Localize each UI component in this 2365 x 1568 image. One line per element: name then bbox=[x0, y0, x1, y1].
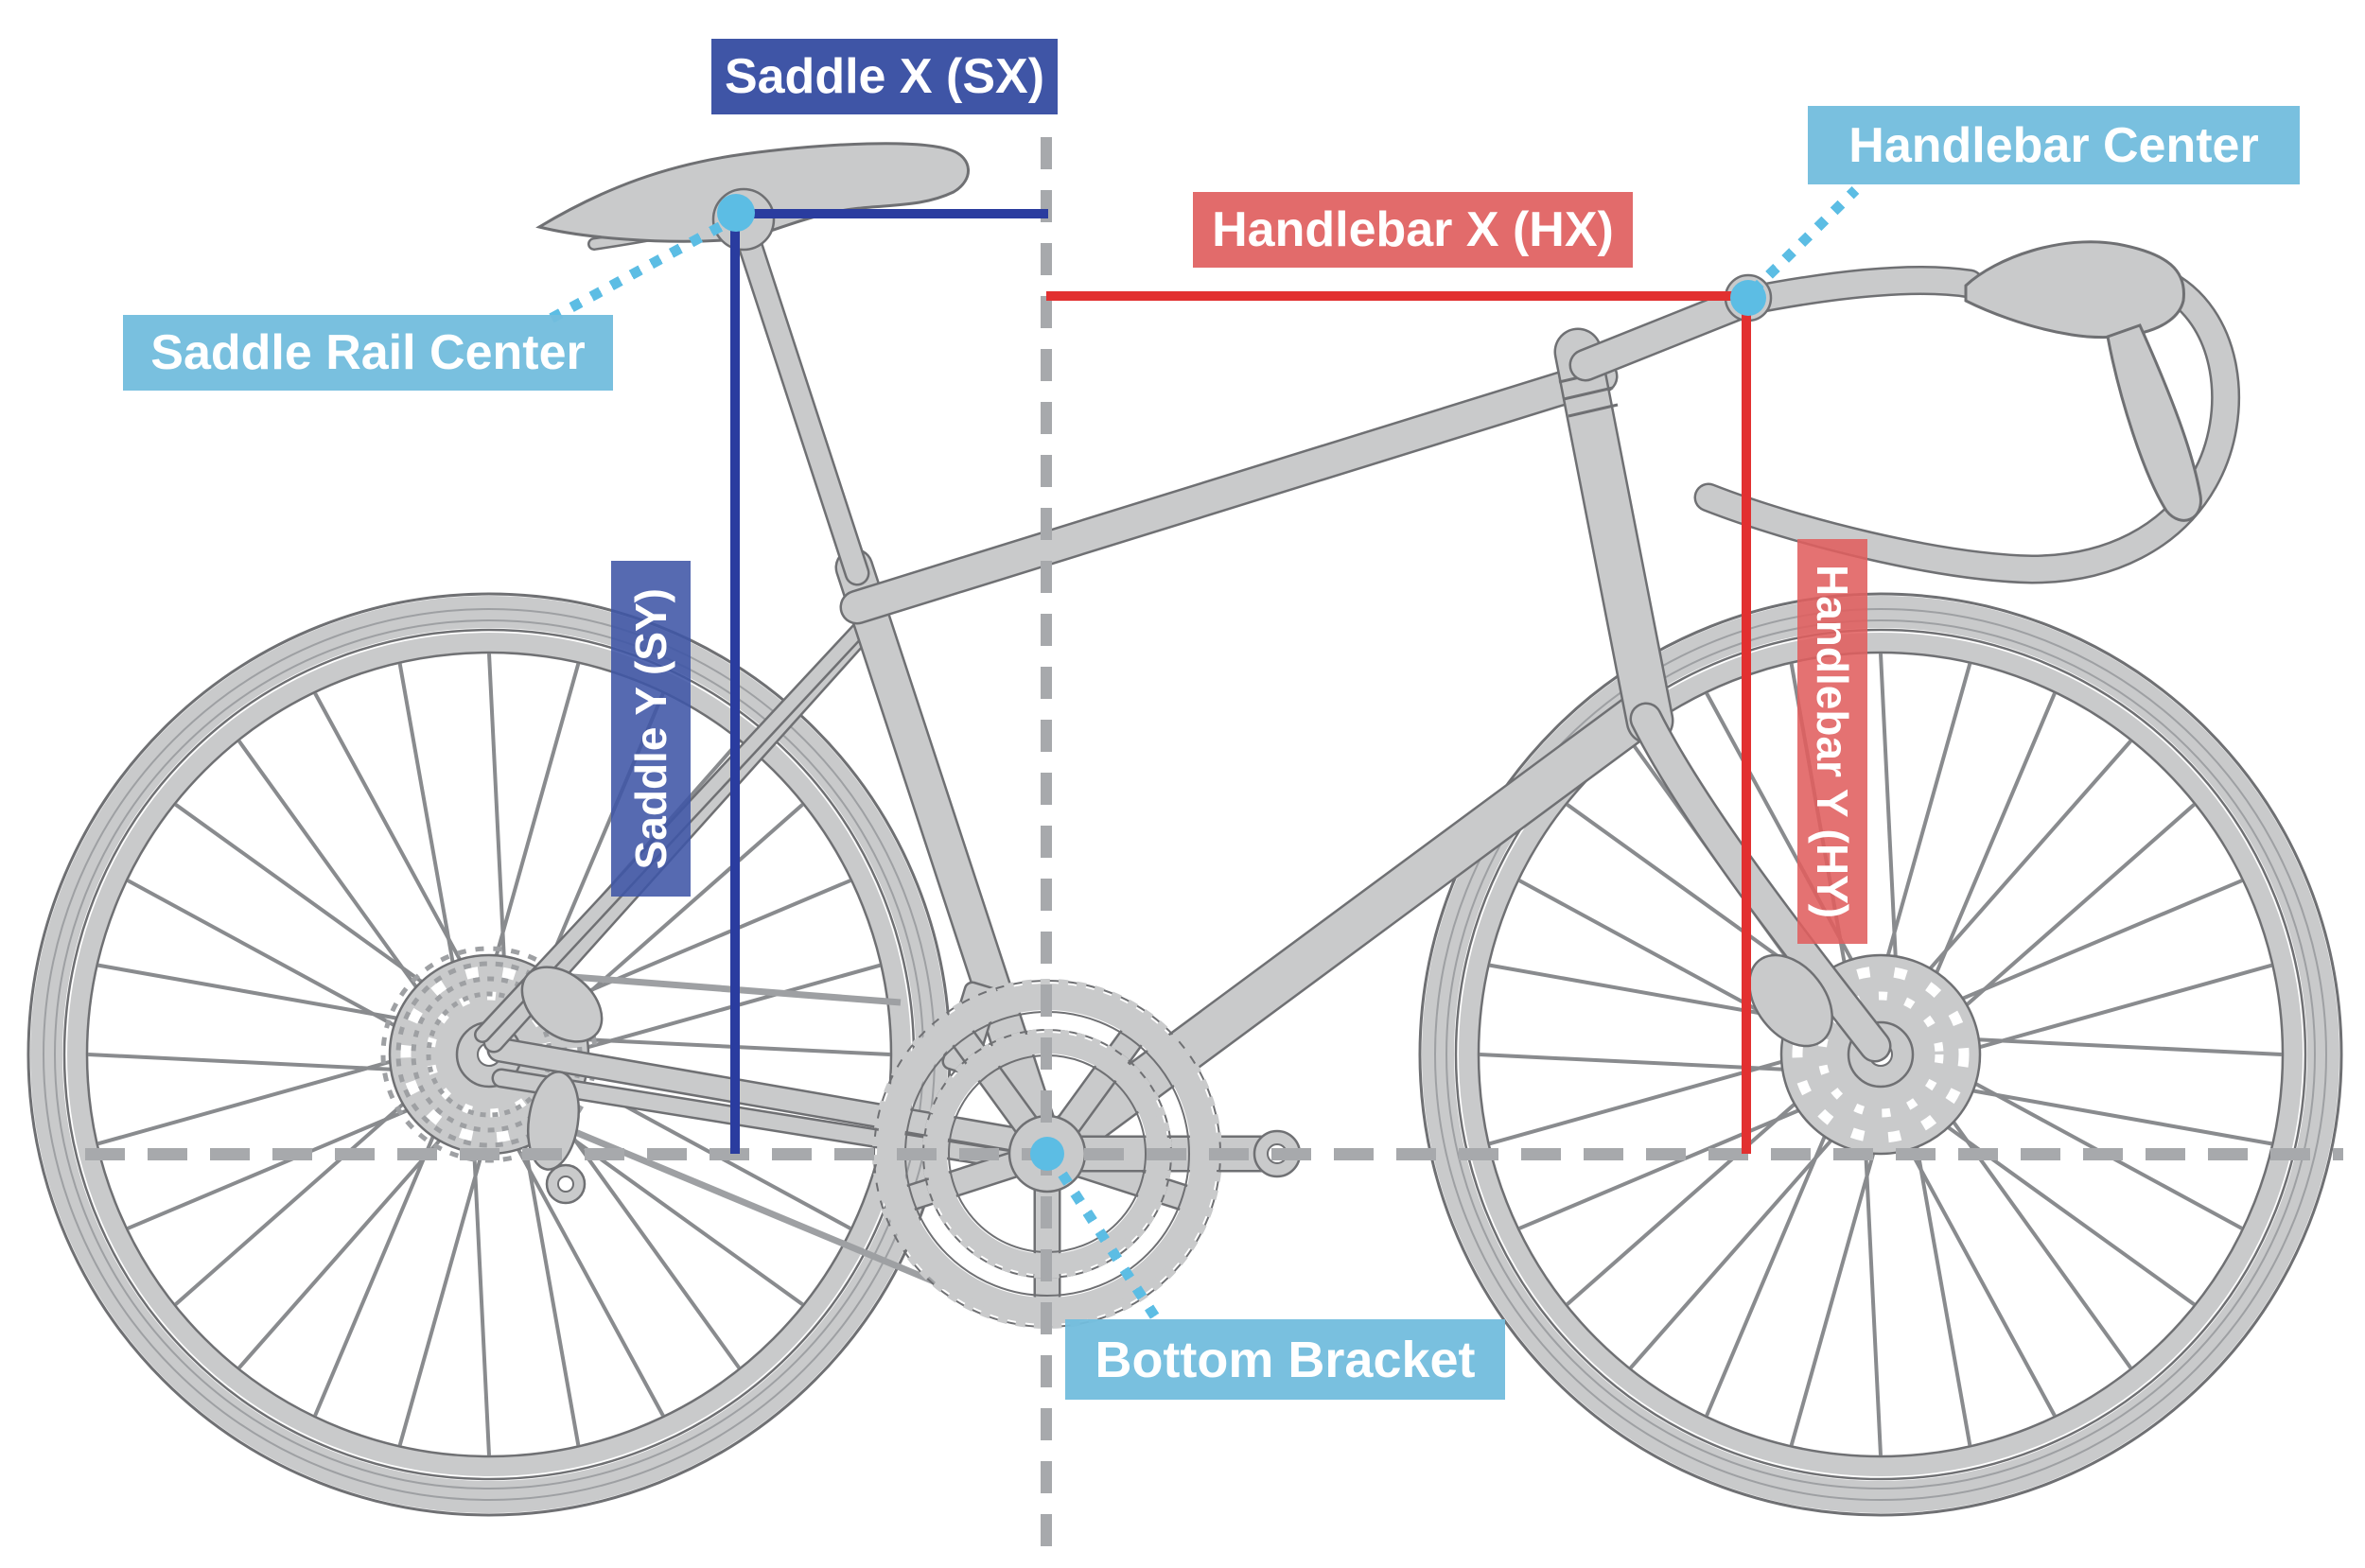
label-saddle-y-text: Saddle Y (SY) bbox=[626, 587, 675, 870]
horizontal-axis-guide bbox=[85, 1148, 2343, 1160]
saddle bbox=[535, 142, 970, 252]
label-handlebar-center-text: Handlebar Center bbox=[1848, 117, 2259, 173]
saddle-x-measure-line bbox=[736, 209, 1048, 218]
label-handlebar-center: Handlebar Center bbox=[1808, 106, 2300, 184]
saddle-y-measure-line bbox=[730, 213, 740, 1154]
vertical-axis-guide bbox=[1041, 137, 1052, 1565]
label-handlebar-y: Handlebar Y (HY) bbox=[1797, 539, 1867, 944]
label-saddle-y: Saddle Y (SY) bbox=[611, 561, 691, 897]
bottom-bracket-marker bbox=[1030, 1137, 1064, 1171]
handlebar-center-marker bbox=[1730, 280, 1766, 316]
saddle-rail-center-marker bbox=[717, 194, 755, 232]
label-saddle-x-text: Saddle X (SX) bbox=[724, 49, 1045, 104]
handlebar-y-measure-line bbox=[1742, 298, 1751, 1154]
handlebar-x-measure-line bbox=[1046, 291, 1748, 301]
label-saddle-rail-center-text: Saddle Rail Center bbox=[150, 325, 586, 380]
label-handlebar-y-text: Handlebar Y (HY) bbox=[1808, 564, 1857, 919]
label-saddle-x: Saddle X (SX) bbox=[711, 39, 1058, 114]
label-handlebar-x-text: Handlebar X (HX) bbox=[1212, 202, 1614, 257]
label-saddle-rail-center: Saddle Rail Center bbox=[123, 315, 613, 391]
label-bottom-bracket: Bottom Bracket bbox=[1065, 1319, 1505, 1400]
label-bottom-bracket-text: Bottom Bracket bbox=[1095, 1331, 1476, 1388]
label-handlebar-x: Handlebar X (HX) bbox=[1193, 192, 1633, 268]
